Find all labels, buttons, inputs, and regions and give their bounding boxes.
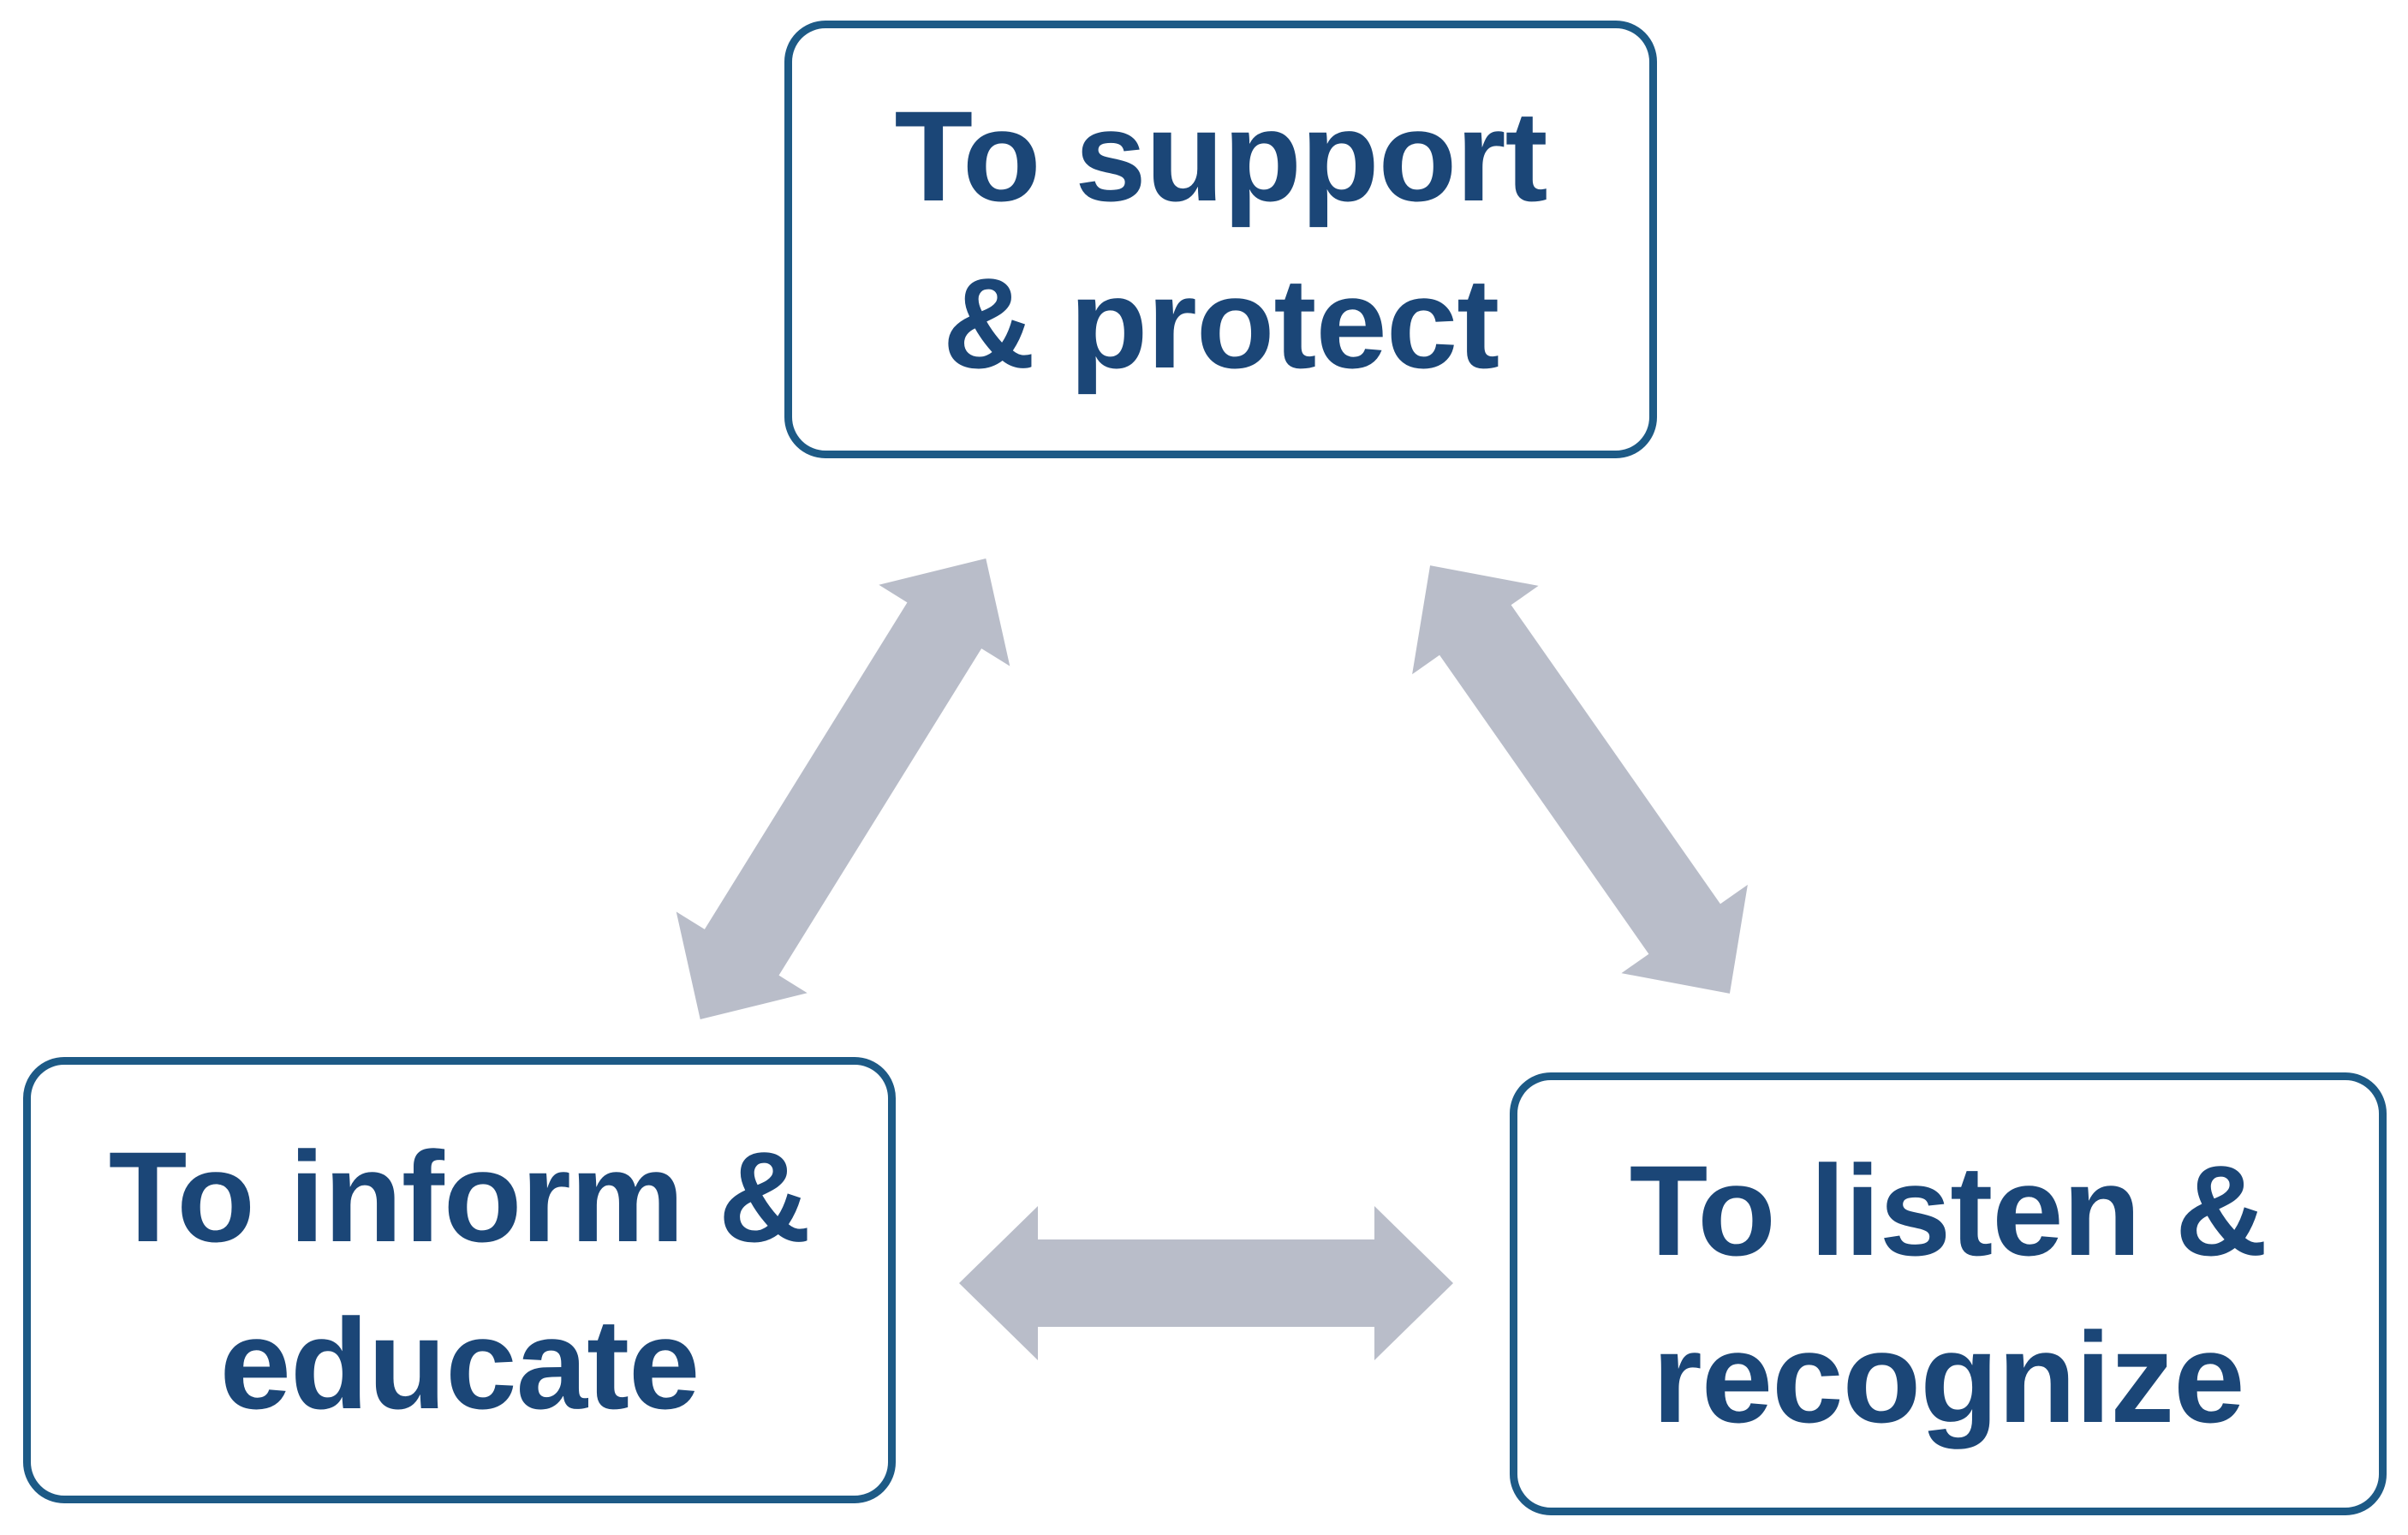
double-arrow-shape <box>1412 565 1748 994</box>
double-arrow-icon <box>676 558 1010 1019</box>
double-arrow-icon <box>1412 565 1748 994</box>
node-label-line: & protect <box>942 250 1499 395</box>
node-support-protect: To support & protect <box>784 21 1657 458</box>
double-arrow-shape <box>959 1206 1453 1360</box>
node-listen-recognize: To listen & recognize <box>1510 1072 2387 1515</box>
double-arrow-icon <box>959 1206 1453 1360</box>
node-label-line: To inform & <box>108 1124 811 1269</box>
node-label-line: To listen & <box>1629 1138 2268 1282</box>
double-arrow-inform-listen-icon <box>959 1202 1453 1365</box>
node-label-line: recognize <box>1652 1305 2244 1449</box>
node-label-line: To support <box>894 83 1547 228</box>
double-arrow-support-listen-icon <box>1363 519 1797 1041</box>
node-inform-educate: To inform & educate <box>23 1057 896 1503</box>
double-arrow-support-inform-icon <box>631 516 1055 1062</box>
node-label-line: educate <box>219 1291 700 1436</box>
double-arrow-shape <box>676 558 1010 1019</box>
